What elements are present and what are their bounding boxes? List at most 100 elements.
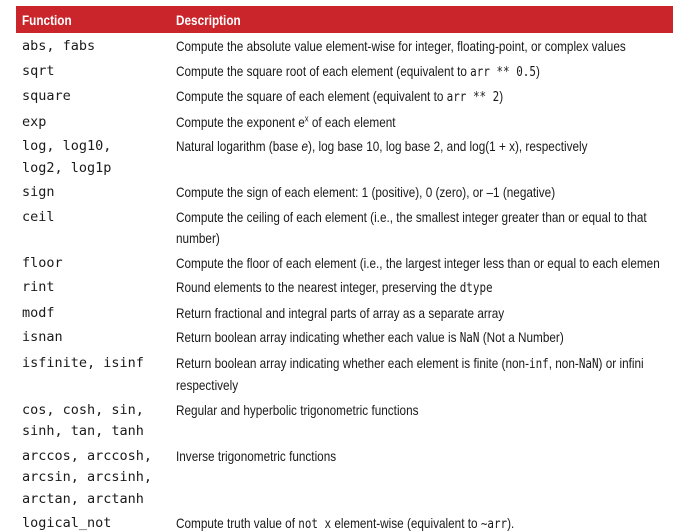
description-cell: Regular and hyperbolic trigonometric fun…	[176, 397, 673, 443]
description-text: Compute the ceiling of each element (i.e…	[176, 207, 647, 229]
description-line: Inverse trigonometric functions	[176, 446, 673, 468]
text-fragment: of each element	[308, 113, 396, 130]
code-fragment: dtype	[459, 281, 493, 296]
function-cell: isfinite, isinf	[22, 354, 144, 371]
description-cell: Compute the floor of each element (i.e.,…	[176, 250, 673, 275]
function-cell: logical_not	[22, 515, 112, 531]
description-text: Compute truth value of not x element-wis…	[176, 513, 514, 531]
table-body: abs, fabs Compute the absolute value elem…	[16, 33, 673, 531]
description-cell: Compute the exponent ex of each element	[176, 109, 673, 134]
description-line: Compute the exponent ex of each element	[176, 112, 673, 134]
table-row: sqrt Compute the square root of each elem…	[16, 58, 673, 84]
table-row: arccos, arccosh, arcsin, arcsinh, arctan…	[16, 443, 673, 511]
function-cell: sqrt	[22, 62, 55, 79]
function-cell: sign	[22, 184, 55, 200]
text-fragment: element-wise (equivalent to	[331, 515, 481, 531]
description-cell: Compute the sign of each element: 1 (pos…	[176, 179, 673, 204]
description-text: Return boolean array indicating whether …	[176, 353, 644, 376]
table-row: isnan Return boolean array indicating whe…	[16, 324, 673, 350]
function-cell: cos, cosh, sin, sinh, tan, tanh	[22, 401, 144, 440]
function-cell: ceil	[22, 208, 55, 225]
description-cell: Inverse trigonometric functions	[176, 443, 673, 511]
text-fragment: Compute the square root of each element …	[176, 62, 471, 79]
text-fragment: Compute truth value of	[176, 515, 299, 531]
text-fragment: ).	[507, 515, 515, 531]
description-cell: Round elements to the nearest integer, p…	[176, 274, 673, 300]
description-line: Compute the floor of each element (i.e.,…	[176, 253, 673, 275]
description-text: number)	[176, 228, 220, 250]
text-fragment: Return boolean array indicating whether …	[176, 329, 460, 345]
text-fragment: number)	[176, 230, 220, 246]
description-line: Compute truth value of not x element-wis…	[176, 513, 673, 531]
description-text: Return fractional and integral parts of …	[176, 303, 504, 325]
text-fragment: Compute the exponent e	[176, 113, 305, 130]
description-cell: Compute the ceiling of each element (i.e…	[176, 204, 673, 250]
column-header-description: Description	[176, 11, 241, 28]
table-row: ceil Compute the ceiling of each element …	[16, 204, 673, 250]
function-cell: log, log10, log2, log1p	[22, 138, 112, 176]
description-line: Return boolean array indicating whether …	[176, 353, 673, 376]
description-line: Regular and hyperbolic trigonometric fun…	[176, 400, 673, 422]
description-text: Compute the absolute value element-wise …	[176, 36, 626, 58]
description-cell: Return boolean array indicating whether …	[176, 324, 673, 350]
description-cell: Compute truth value of not x element-wis…	[176, 510, 673, 531]
code-fragment: arr ** 2	[446, 90, 500, 105]
text-fragment: Compute the square of each element (equi…	[176, 88, 447, 104]
text-fragment: Return fractional and integral parts of …	[176, 304, 505, 321]
text-fragment: Compute the ceiling of each element (i.e…	[176, 208, 647, 225]
text-fragment: Compute the sign of each element: 1 (pos…	[176, 184, 556, 200]
text-fragment: Natural logarithm (base	[176, 138, 302, 154]
function-cell: floor	[22, 254, 63, 271]
code-fragment: inf	[529, 356, 549, 372]
description-line: Compute the sign of each element: 1 (pos…	[176, 182, 673, 204]
text-fragment: Inverse trigonometric functions	[176, 447, 337, 464]
table-row: floor Compute the floor of each element (…	[16, 250, 673, 275]
table-row: sign Compute the sign of each element: 1 …	[16, 179, 673, 204]
function-cell: rint	[22, 279, 55, 295]
table-row: log, log10, log2, log1p Natural logarithm…	[16, 133, 673, 179]
code-fragment: ~arr	[480, 517, 508, 531]
description-text: Round elements to the nearest integer, p…	[176, 277, 493, 300]
description-text: Compute the sign of each element: 1 (pos…	[176, 182, 555, 204]
function-cell: isnan	[22, 329, 63, 345]
function-cell: square	[22, 88, 71, 104]
text-fragment: Round elements to the nearest integer, p…	[176, 279, 460, 295]
text-fragment: Compute the floor of each element (i.e.,…	[176, 254, 660, 271]
description-cell: Natural logarithm (base e), log base 10,…	[176, 133, 673, 179]
description-text: Inverse trigonometric functions	[176, 446, 336, 468]
description-line: Compute the square root of each element …	[176, 61, 673, 84]
text-fragment: , non-	[548, 354, 579, 371]
function-cell: modf	[22, 304, 55, 321]
text-fragment: Return boolean array indicating whether …	[176, 354, 530, 371]
function-cell: abs, fabs	[22, 38, 96, 54]
description-text: Compute the exponent ex of each element	[176, 112, 396, 134]
description-line: Round elements to the nearest integer, p…	[176, 277, 673, 300]
text-fragment: respectively	[176, 377, 239, 393]
text-fragment: e	[301, 138, 309, 154]
code-fragment: not x	[298, 517, 332, 531]
table-header-row: Function Description	[16, 6, 673, 33]
text-fragment: Compute the absolute value element-wise …	[176, 38, 626, 54]
description-cell: Return boolean array indicating whether …	[176, 350, 673, 397]
description-line: Compute the square of each element (equi…	[176, 86, 673, 109]
table-row: abs, fabs Compute the absolute value elem…	[16, 33, 673, 58]
text-fragment: x	[304, 112, 309, 123]
description-line: Return fractional and integral parts of …	[176, 303, 673, 325]
code-fragment: NaN	[459, 331, 480, 346]
description-text: Compute the floor of each element (i.e.,…	[176, 253, 660, 275]
text-fragment: )	[499, 88, 504, 104]
description-text: Compute the square of each element (equi…	[176, 86, 503, 109]
code-fragment: NaN	[578, 356, 599, 372]
table-row: exp Compute the exponent ex of each eleme…	[16, 109, 673, 134]
description-cell: Compute the square root of each element …	[176, 58, 673, 84]
description-line: Return boolean array indicating whether …	[176, 327, 673, 350]
function-cell: exp	[22, 113, 47, 130]
description-text: respectively	[176, 375, 238, 397]
description-cell: Compute the square of each element (equi…	[176, 83, 673, 109]
table-row: rint Round elements to the nearest intege…	[16, 274, 673, 300]
description-text: Compute the square root of each element …	[176, 61, 540, 84]
column-header-function: Function	[22, 11, 72, 28]
table-row: logical_not Compute truth value of not x …	[16, 510, 673, 531]
function-cell: arccos, arccosh, arcsin, arcsinh, arctan…	[22, 447, 153, 507]
